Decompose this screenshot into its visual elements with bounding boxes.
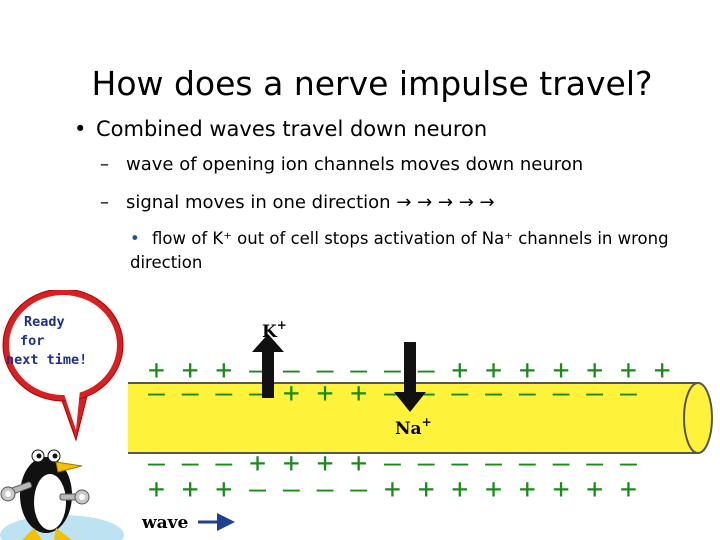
charge-row-top-inner: – – – – + + + – – – – – – – – xyxy=(148,376,637,409)
charge-row-bottom-outer: + + + – – – – + + + + + + + + xyxy=(148,472,637,505)
na-inflow-arrow xyxy=(394,342,426,412)
bubble-line-2: for xyxy=(20,333,44,349)
k-ion-label: K+ xyxy=(262,318,287,342)
bubble-line-3: next time! xyxy=(6,352,87,368)
nerve-impulse-diagram: Ready for next time! + + + – – – – – xyxy=(0,290,713,540)
bullet-k-flow: •flow of K⁺ out of cell stops activation… xyxy=(130,229,669,272)
bubble-line-1: Ready xyxy=(24,314,65,330)
speech-bubble: Ready for next time! xyxy=(2,290,124,442)
wrench-icon xyxy=(0,481,33,502)
wrench-icon xyxy=(59,489,90,505)
direction-arrows: → → → → → xyxy=(396,192,495,213)
wave-label: wave xyxy=(141,513,189,533)
bullet-wave-of-channels: –wave of opening ion channels moves down… xyxy=(100,154,584,175)
bullet-one-direction: –signal moves in one direction → → → → → xyxy=(100,192,495,213)
na-ion-label: Na+ xyxy=(395,415,432,439)
page-title: How does a nerve impulse travel? xyxy=(91,64,653,103)
penguin-icon xyxy=(0,449,124,540)
k-outflow-arrow xyxy=(252,334,284,398)
bullet-combined-waves: •Combined waves travel down neuron xyxy=(74,117,488,141)
charge-row-bottom-inner: – – – + + + + – – – – – – – – xyxy=(148,446,637,479)
